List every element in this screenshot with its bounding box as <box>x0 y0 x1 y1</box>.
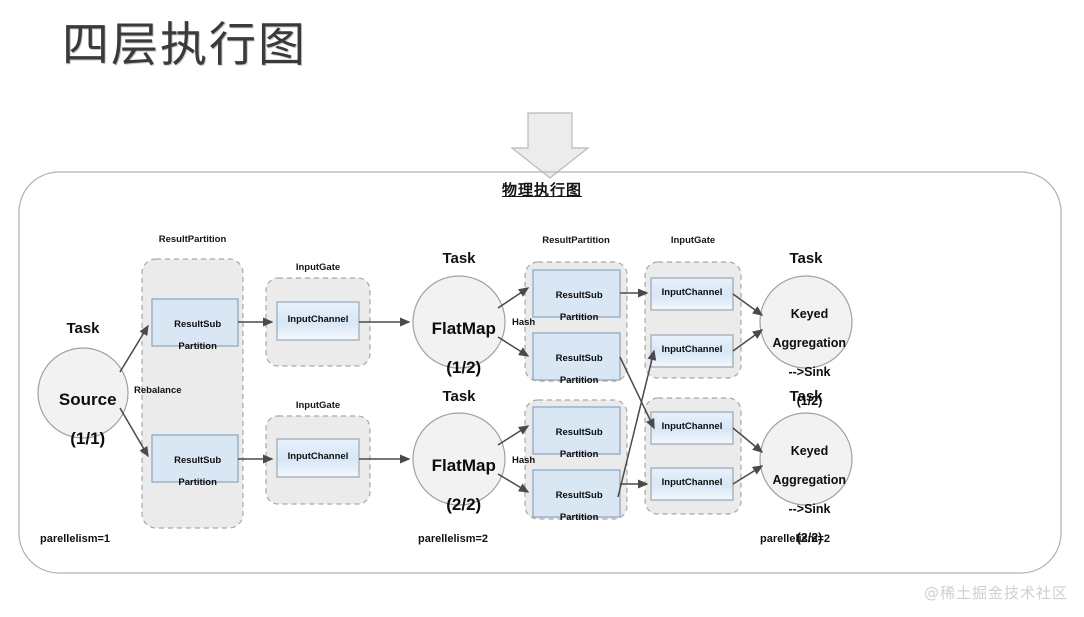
rsp-line-1: ResultSub <box>555 426 603 438</box>
rsp-line-1: ResultSub <box>555 289 603 301</box>
input-channel-box <box>650 277 734 311</box>
result-sub-partition-box <box>151 434 239 483</box>
edge-flatmap1-to-subpartition-2 <box>497 336 530 357</box>
result-sub-partition-box <box>532 406 621 455</box>
flatmap-name: FlatMap <box>431 318 496 338</box>
parellelism-label-flatmap: parellelism=2 <box>418 533 489 545</box>
edge-group <box>119 287 764 498</box>
node-label-input-channel: InputChannel <box>661 344 723 355</box>
flatmap-name: FlatMap <box>431 455 496 475</box>
watermark: @稀土掘金技术社区 <box>923 584 1068 602</box>
task-label-source: Source (1/1) <box>33 370 133 448</box>
node-label-input-channel: InputChannel <box>287 451 349 462</box>
flatmap-index: (1/2) <box>446 357 482 377</box>
node-label-input-channel: InputChannel <box>661 477 723 488</box>
group-label-input-gate: InputGate <box>670 235 716 246</box>
parellelism-label-sink: parellelism=2 <box>760 533 831 545</box>
edge-flatmap2-to-subpartition-1 <box>497 425 530 446</box>
edge-inputchannel-to-sink-2b <box>732 465 764 485</box>
node-label-input-channel: InputChannel <box>287 314 349 325</box>
result-sub-partition-box <box>532 332 621 381</box>
sink-line-2: Aggregation <box>772 336 847 351</box>
task-caption-source: Task <box>66 320 100 337</box>
edge-label-hash: Hash <box>512 317 536 328</box>
source-name: Source <box>58 389 117 409</box>
input-channel-box <box>650 467 734 501</box>
task-caption-sink-2: Task <box>789 388 823 405</box>
edge-source-to-subpartition-1 <box>119 324 149 373</box>
source-index: (1/1) <box>70 428 106 448</box>
rsp-line-2: Partition <box>178 476 217 488</box>
task-label-flatmap-2: FlatMap (2/2) <box>405 436 513 514</box>
node-label-result-sub-partition: ResultSub Partition <box>533 480 620 524</box>
down-arrow-icon <box>510 112 590 179</box>
edge-inputchannel-to-sink-1a <box>732 293 764 316</box>
group-label-input-gate: InputGate <box>295 262 341 273</box>
sink-line-2: Aggregation <box>772 473 847 488</box>
task-circle-flatmap-1 <box>412 275 506 369</box>
task-circle-sink-1 <box>759 275 853 369</box>
rsp-line-1: ResultSub <box>555 352 603 364</box>
edge-subpartition-to-inputchannel-b <box>619 356 655 430</box>
edge-subpartition-to-inputchannel-c <box>617 349 657 498</box>
rsp-line-2: Partition <box>559 374 599 386</box>
physical-graph-header: 物理执行图 <box>501 181 582 199</box>
rsp-line-1: ResultSub <box>174 318 222 330</box>
task-circle-source <box>37 347 129 439</box>
group-label-result-partition: ResultPartition <box>542 235 610 246</box>
edge-inputchannel-to-sink-2a <box>732 427 764 453</box>
sink-line-1: Keyed <box>790 307 829 322</box>
node-label-result-sub-partition: ResultSub Partition <box>533 343 620 387</box>
rsp-line-1: ResultSub <box>555 489 603 501</box>
group-label-result-partition: ResultPartition <box>158 234 227 245</box>
node-label-result-sub-partition: ResultSub Partition <box>533 280 620 324</box>
rsp-line-2: Partition <box>178 340 217 352</box>
result-sub-partition-box <box>532 269 621 318</box>
sink-index: (2/2) <box>796 530 823 545</box>
node-label-input-channel: InputChannel <box>661 421 723 432</box>
edge-label-rebalance: Rebalance <box>134 385 182 396</box>
node-label-input-channel: InputChannel <box>661 287 723 298</box>
task-label-sink-1: Keyed Aggregation -->Sink (1/2) <box>752 293 860 408</box>
input-channel-box <box>276 301 360 341</box>
result-sub-partition-box <box>532 469 621 518</box>
sink-line-1: Keyed <box>790 444 829 459</box>
task-caption-flatmap-1: Task <box>442 250 476 267</box>
edge-label-hash: Hash <box>512 455 536 466</box>
task-caption-flatmap-2: Task <box>442 388 476 405</box>
flatmap-index: (2/2) <box>446 494 482 514</box>
page-title: 四层执行图 <box>62 18 307 73</box>
sink-line-3: -->Sink <box>788 501 831 516</box>
edge-source-to-subpartition-2 <box>119 407 149 458</box>
input-channel-box <box>276 438 360 478</box>
physical-graph-container <box>18 171 1062 574</box>
group-label-input-gate: InputGate <box>295 400 341 411</box>
task-circle-sink-2 <box>759 412 853 506</box>
edge-inputchannel-to-sink-1b <box>732 329 764 352</box>
parellelism-label-source: parellelism=1 <box>40 533 111 545</box>
sink-line-3: -->Sink <box>788 364 831 379</box>
task-caption-sink-1: Task <box>789 250 823 267</box>
node-label-result-sub-partition: ResultSub Partition <box>152 445 238 489</box>
rsp-line-1: ResultSub <box>174 454 222 466</box>
node-label-result-sub-partition: ResultSub Partition <box>533 417 620 461</box>
rsp-line-2: Partition <box>559 311 599 323</box>
edge-flatmap2-to-subpartition-2 <box>497 473 530 493</box>
sink-index: (1/2) <box>796 393 823 408</box>
edge-flatmap1-to-subpartition-1 <box>497 287 530 309</box>
task-label-flatmap-1: FlatMap (1/2) <box>405 299 513 377</box>
task-circle-flatmap-2 <box>412 412 506 506</box>
rsp-line-2: Partition <box>559 511 599 523</box>
rsp-line-2: Partition <box>559 448 599 460</box>
node-label-result-sub-partition: ResultSub Partition <box>152 309 238 353</box>
task-label-sink-2: Keyed Aggregation -->Sink (2/2) <box>752 430 860 545</box>
